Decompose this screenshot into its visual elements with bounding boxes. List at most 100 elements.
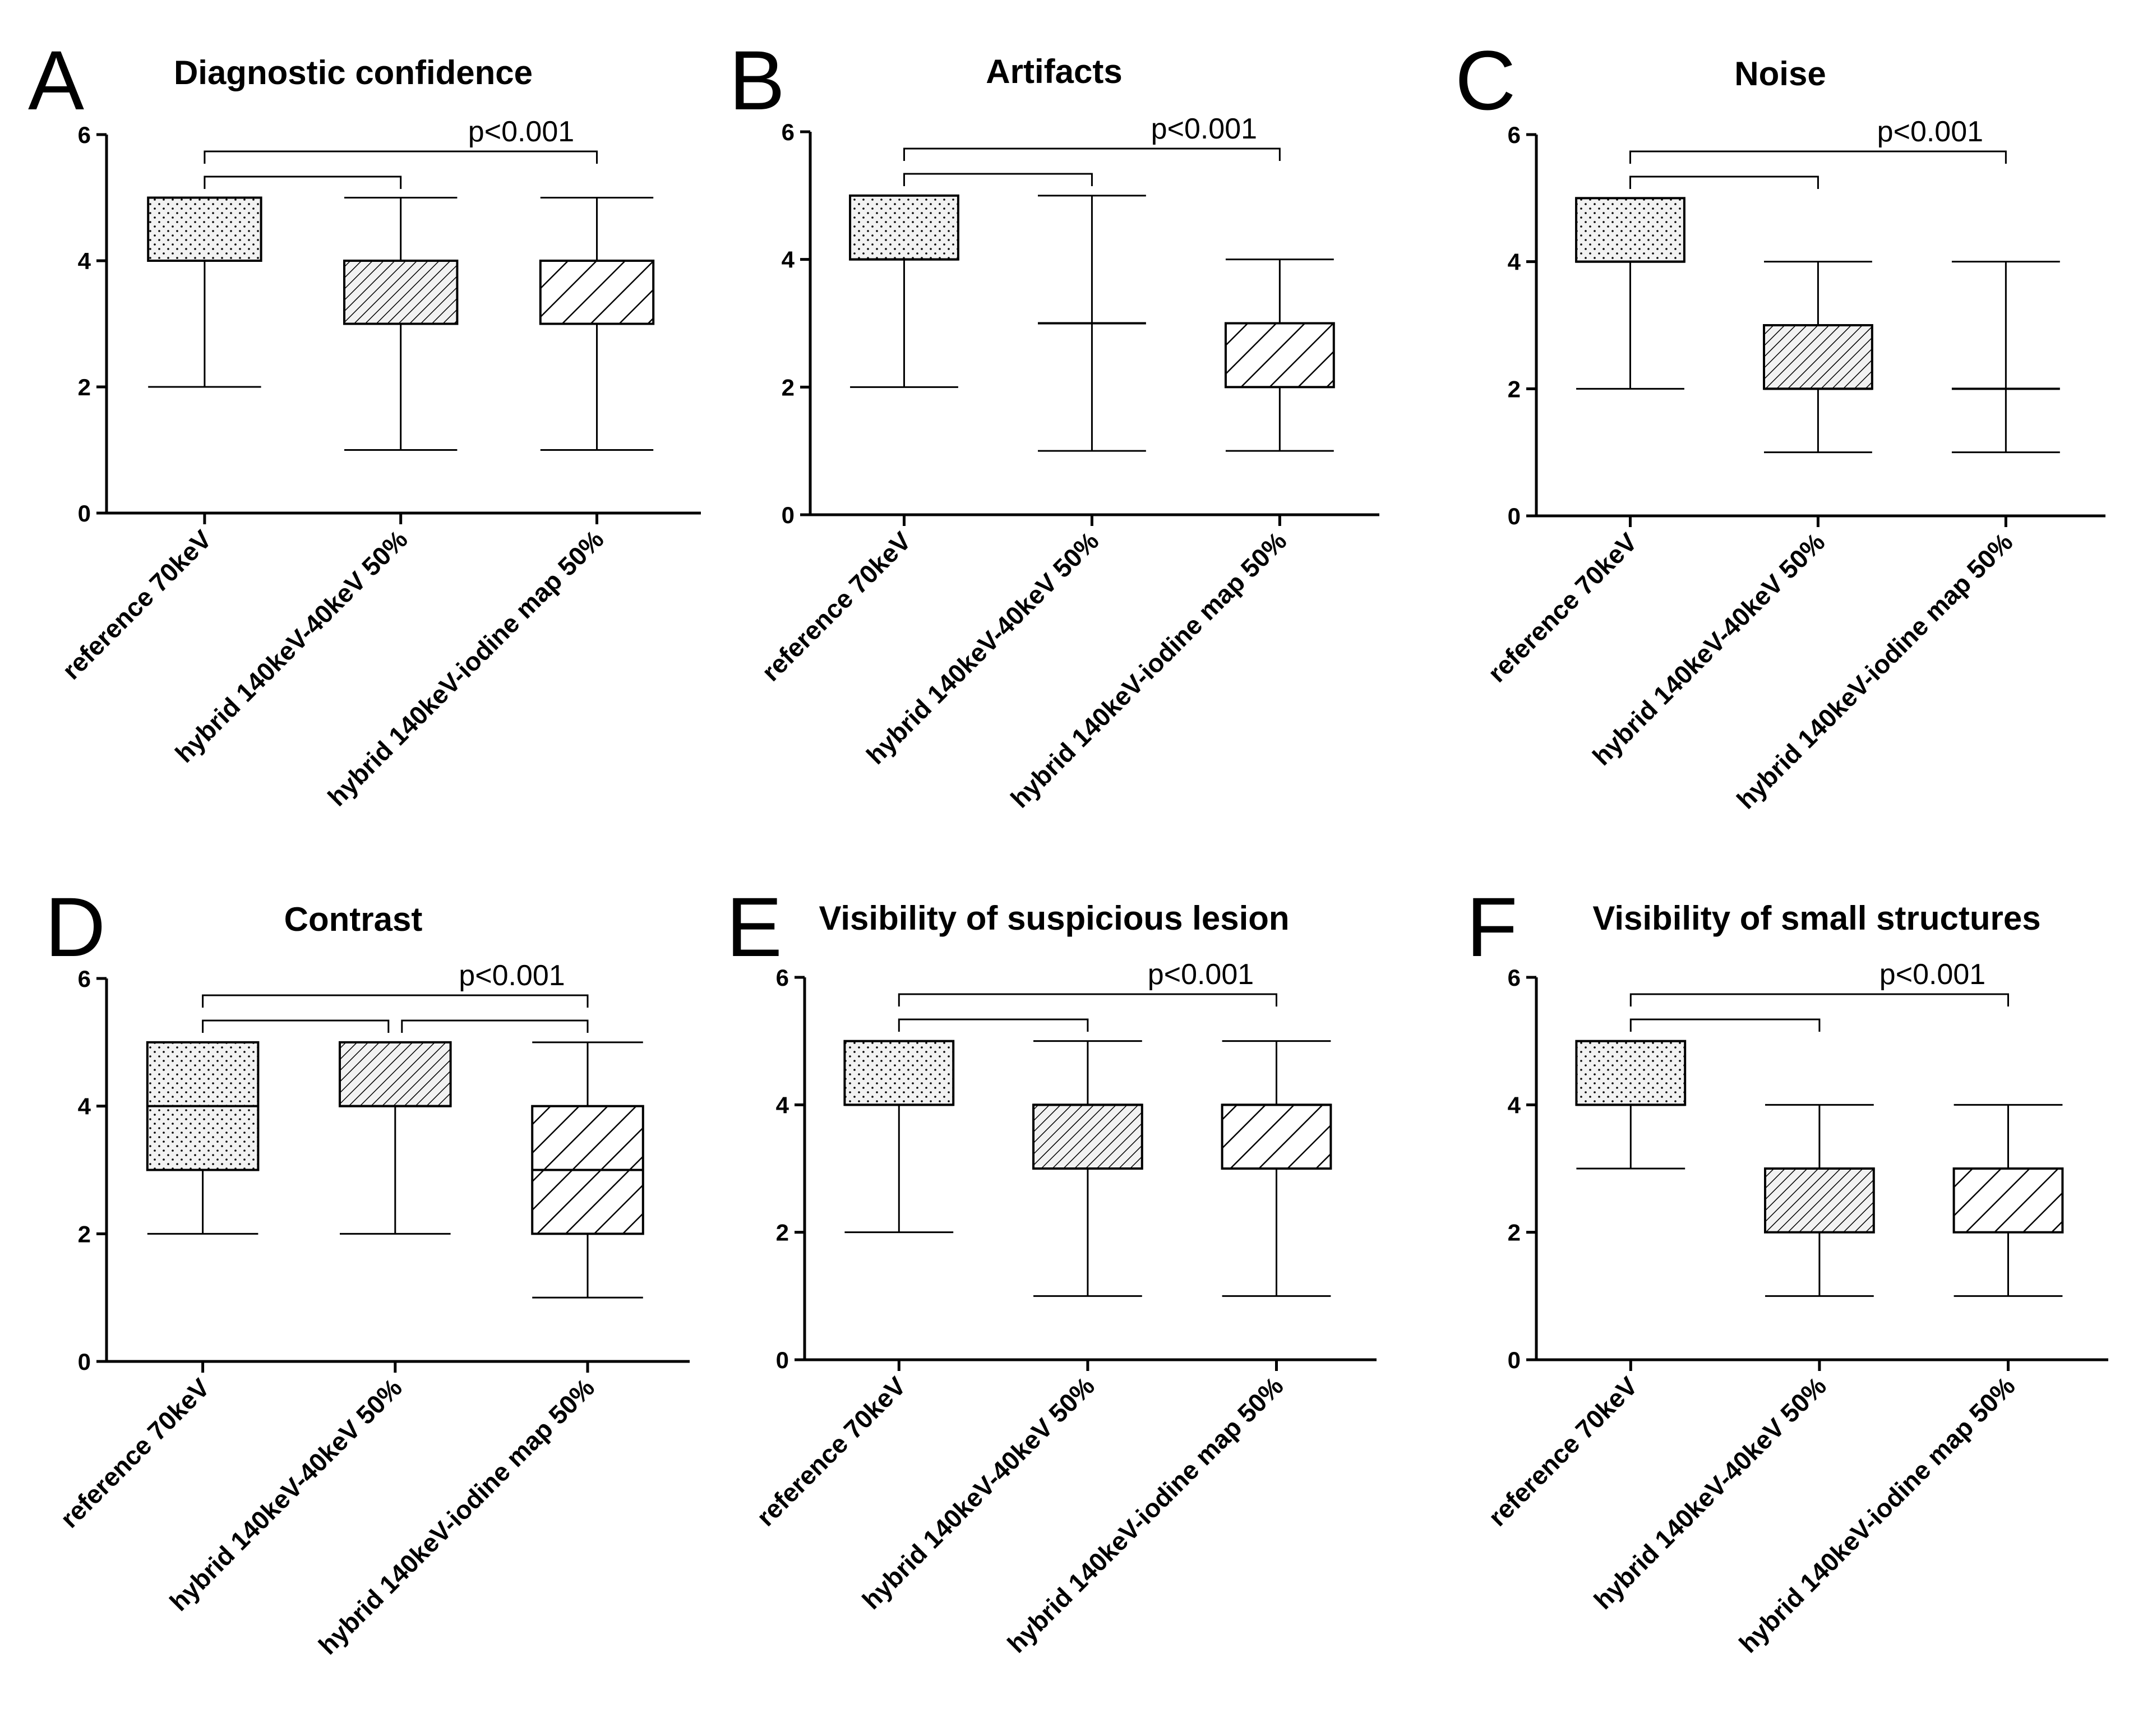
y-tick-label: 2 xyxy=(782,374,795,400)
box-1 xyxy=(146,1041,260,1235)
panel-title: Diagnostic confidence xyxy=(174,54,533,91)
box-iqr xyxy=(849,194,959,261)
panel-title: Noise xyxy=(1734,55,1826,93)
y-tick-label: 4 xyxy=(776,1092,789,1118)
panel-title: Artifacts xyxy=(986,53,1122,90)
panel-title: Visibility of small structures xyxy=(1592,899,2040,937)
y-tick-label: 6 xyxy=(1508,122,1521,148)
significance-bracket xyxy=(1629,176,1819,189)
box-iqr xyxy=(1575,197,1685,263)
panel-a: A Diagnostic confidence 0 2 4 6 reference 70ke… xyxy=(28,33,701,812)
box-3 xyxy=(1952,1104,2064,1297)
category-label: reference 70keV xyxy=(751,1371,912,1532)
box-iqr xyxy=(1952,1167,2064,1234)
panel-e: E Visibility of suspicious lesion 0 2 4 6 refe… xyxy=(726,880,1377,1659)
significance-bracket xyxy=(401,1019,589,1033)
category-label: reference 70keV xyxy=(756,526,917,687)
y-tick-label: 4 xyxy=(78,1093,91,1120)
p-value-label: p<0.001 xyxy=(1151,113,1257,145)
panel-letter: B xyxy=(729,33,785,127)
box-1 xyxy=(849,194,959,388)
p-value-label: p<0.001 xyxy=(1879,958,1985,991)
box-iqr xyxy=(339,1041,452,1107)
y-tick-label: 0 xyxy=(782,502,795,528)
significance-bracket xyxy=(903,173,1093,186)
y-tick-label: 0 xyxy=(78,500,91,527)
box-1 xyxy=(843,1040,955,1234)
box-3 xyxy=(1951,261,2060,454)
panel-letter: D xyxy=(45,880,105,974)
box-iqr xyxy=(1221,1104,1332,1170)
significance-bracket xyxy=(898,993,1277,1006)
box-iqr xyxy=(1763,324,1873,390)
y-tick-label: 4 xyxy=(1508,1092,1521,1118)
box-2 xyxy=(1763,261,1873,454)
significance-bracket xyxy=(1629,1018,1821,1032)
y-tick-label: 6 xyxy=(1508,964,1521,991)
box-3 xyxy=(531,1041,644,1299)
panel-letter: A xyxy=(28,33,84,127)
significance-bracket xyxy=(1629,150,2007,164)
box-iqr xyxy=(539,260,655,325)
significance-bracket xyxy=(204,150,598,164)
y-tick-label: 2 xyxy=(78,1221,91,1247)
significance-bracket xyxy=(903,147,1281,161)
box-1 xyxy=(1575,1040,1687,1170)
significance-bracket xyxy=(898,1018,1089,1032)
box-iqr xyxy=(1032,1104,1143,1170)
box-iqr xyxy=(147,196,262,262)
box-iqr xyxy=(1224,322,1335,389)
y-tick-label: 6 xyxy=(782,119,795,145)
category-label: reference 70keV xyxy=(57,524,218,685)
p-value-label: p<0.001 xyxy=(1148,958,1254,991)
panel-letter: C xyxy=(1455,33,1516,127)
box-3 xyxy=(1224,258,1335,452)
box-2 xyxy=(1038,195,1146,452)
y-tick-label: 0 xyxy=(1508,1347,1521,1373)
y-tick-label: 0 xyxy=(78,1349,91,1375)
y-tick-label: 0 xyxy=(1508,503,1521,529)
y-tick-label: 6 xyxy=(776,964,789,991)
y-tick-label: 2 xyxy=(1508,376,1521,402)
y-tick-label: 2 xyxy=(78,374,91,400)
p-value-label: p<0.001 xyxy=(459,959,565,992)
box-2 xyxy=(1764,1104,1875,1297)
panel-letter: E xyxy=(726,880,782,974)
box-3 xyxy=(1221,1040,1332,1297)
box-2 xyxy=(343,197,459,451)
y-tick-label: 4 xyxy=(782,247,795,273)
box-1 xyxy=(147,196,262,388)
box-1 xyxy=(1575,197,1685,390)
category-label: hybrid 140keV-40keV 50% xyxy=(164,1373,408,1617)
y-tick-label: 2 xyxy=(1508,1220,1521,1246)
box-iqr xyxy=(1764,1167,1875,1234)
category-label: reference 70keV xyxy=(1483,1371,1643,1532)
box-iqr xyxy=(1575,1040,1687,1106)
y-tick-label: 6 xyxy=(78,966,91,992)
panel-f: F Visibility of small structures 0 2 4 6 refer… xyxy=(1466,880,2108,1659)
significance-bracket xyxy=(202,1019,390,1033)
y-tick-label: 4 xyxy=(78,248,91,274)
significance-bracket xyxy=(202,994,589,1008)
panel-title: Visibility of suspicious lesion xyxy=(819,899,1289,937)
panel-title: Contrast xyxy=(284,901,423,938)
box-iqr xyxy=(843,1040,955,1106)
y-tick-label: 0 xyxy=(776,1347,789,1373)
y-tick-label: 6 xyxy=(78,122,91,148)
significance-bracket xyxy=(204,176,402,189)
y-tick-label: 4 xyxy=(1508,249,1521,275)
y-tick-label: 2 xyxy=(776,1220,789,1246)
p-value-label: p<0.001 xyxy=(1877,116,1983,148)
significance-bracket xyxy=(1629,993,2009,1006)
box-3 xyxy=(539,197,655,451)
box-iqr xyxy=(343,260,459,325)
p-value-label: p<0.001 xyxy=(468,116,574,148)
panel-letter: F xyxy=(1466,880,1518,974)
category-label: reference 70keV xyxy=(1482,527,1643,688)
category-label: hybrid 140keV-40keV 50% xyxy=(169,524,413,768)
